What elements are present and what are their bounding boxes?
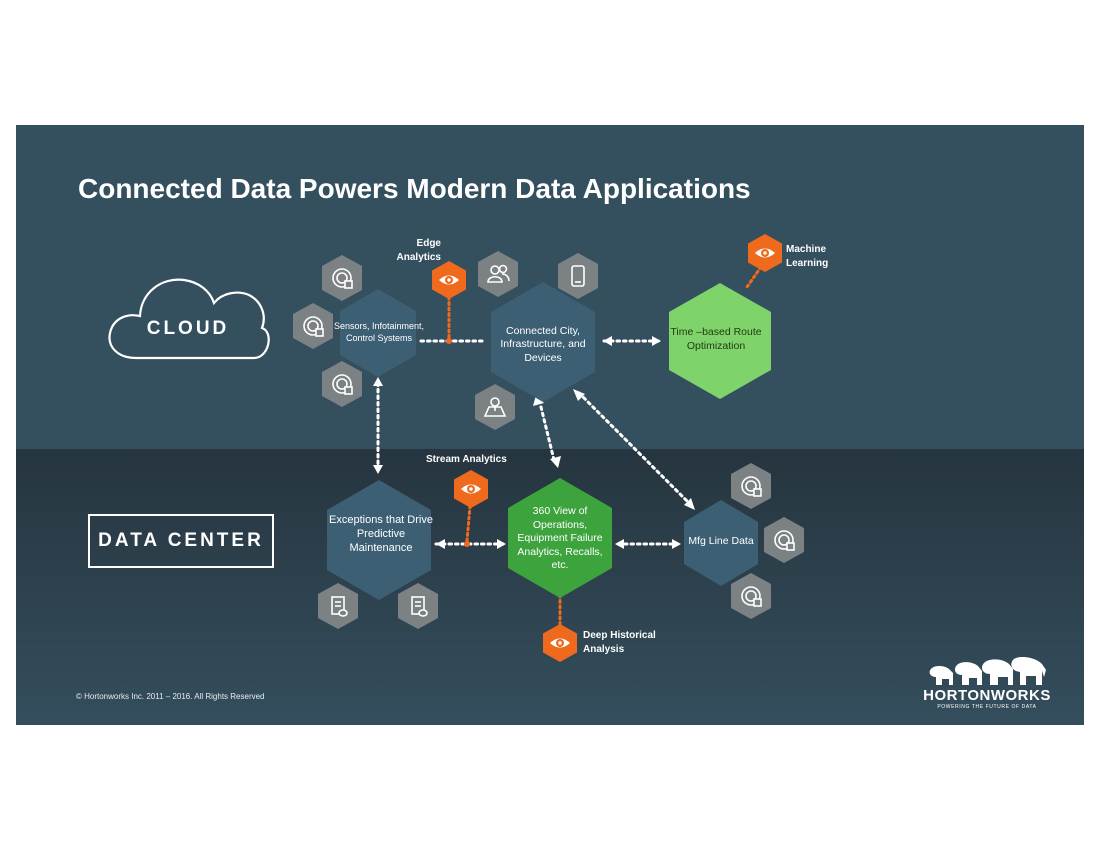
device-hex [322, 255, 362, 301]
cloud-label: CLOUD [147, 318, 230, 339]
device-hex [558, 253, 598, 299]
copyright-text: © Hortonworks Inc. 2011 – 2016. All Righ… [76, 692, 265, 701]
arrowhead [672, 539, 681, 549]
device-hex [293, 303, 333, 349]
hex-node-route [669, 283, 771, 399]
machine-learning-label: Machine Learning [786, 243, 842, 270]
hex-nodes [327, 282, 771, 600]
sensor-device-icon [774, 530, 795, 551]
device-hex [764, 517, 804, 563]
connectors [376, 265, 763, 630]
arrowhead [603, 336, 612, 346]
deep-historical-text: Deep Historical Analysis [583, 630, 656, 655]
sensor-device-icon [741, 476, 762, 497]
edge-analytics-text: Edge Analytics [396, 238, 441, 263]
deep-historical-label: Deep Historical Analysis [583, 629, 673, 656]
logo-tagline: POWERING THE FUTURE OF DATA [937, 704, 1037, 710]
hex-node-mfg [684, 500, 758, 586]
stream-analytics-eye-icon [454, 470, 488, 508]
hex-node-exceptions [327, 480, 431, 600]
arrowhead [550, 456, 561, 468]
sensor-device-icon [741, 586, 762, 607]
elephants-logo-icon [929, 656, 1046, 685]
cloud-shape [108, 278, 270, 360]
device-hex [322, 361, 362, 407]
connector-dot-stream [464, 541, 470, 547]
users-icon [487, 264, 510, 283]
machine-learning-eye-icon [748, 234, 782, 272]
machine-learning-text: Machine Learning [786, 244, 829, 269]
deep-historical-eye-icon [543, 624, 577, 662]
analytics-hexes [432, 234, 782, 662]
arrowhead [573, 389, 585, 401]
arrowhead [373, 465, 383, 474]
arrowhead [373, 377, 383, 386]
device-icons [303, 264, 795, 617]
sensor-device-icon [303, 316, 324, 337]
slide: CLOUD [16, 125, 1084, 725]
slide-title: Connected Data Powers Modern Data Applic… [78, 173, 751, 204]
mobile-phone-icon [571, 265, 585, 287]
connector-city-360 [539, 405, 556, 462]
hex-node-connected-city [491, 282, 595, 402]
diagram-canvas: CLOUD [16, 125, 1084, 725]
view360-node-label: 360 View of Operations, Equipment Failur… [517, 504, 603, 572]
connector-city-mfg [577, 391, 691, 505]
connected-city-node-label: Connected City, Infrastructure, and Devi… [500, 324, 586, 364]
exceptions-node-label: Exceptions that Drive Predictive Mainten… [329, 513, 433, 555]
arrowhead [684, 498, 695, 510]
hortonworks-logo: HORTONWORKS POWERING THE FUTURE OF DATA [922, 656, 1052, 713]
arrowhead [436, 539, 445, 549]
edge-analytics-label: Edge Analytics [381, 237, 441, 264]
sensor-device-icon [332, 374, 353, 395]
arrowhead [652, 336, 661, 346]
hex-node-360 [508, 478, 612, 598]
connector-stream [465, 504, 472, 543]
stream-analytics-label: Stream Analytics [426, 454, 507, 465]
arrowhead [615, 539, 624, 549]
map-pin-icon [483, 397, 507, 417]
connector-ml [745, 265, 763, 289]
arrowhead [497, 539, 506, 549]
device-hex [731, 463, 771, 509]
mfg-line-node-label: Mfg Line Data [688, 535, 754, 548]
logo-wordmark: HORTONWORKS [923, 687, 1051, 704]
connector-dot-edge [446, 338, 452, 344]
edge-analytics-eye-icon [432, 261, 466, 299]
sensors-node-label: Sensors, Infotainment, Control Systems [333, 321, 425, 343]
route-optimization-node-label: Time –based Route Optimization [670, 326, 762, 352]
device-hex [478, 251, 518, 297]
device-hex [731, 573, 771, 619]
hex-node-sensors [340, 289, 416, 377]
sensor-device-icon [332, 268, 353, 289]
document-icon [331, 596, 348, 617]
data-center-label: DATA CENTER [88, 514, 274, 568]
document-icon [411, 596, 428, 617]
